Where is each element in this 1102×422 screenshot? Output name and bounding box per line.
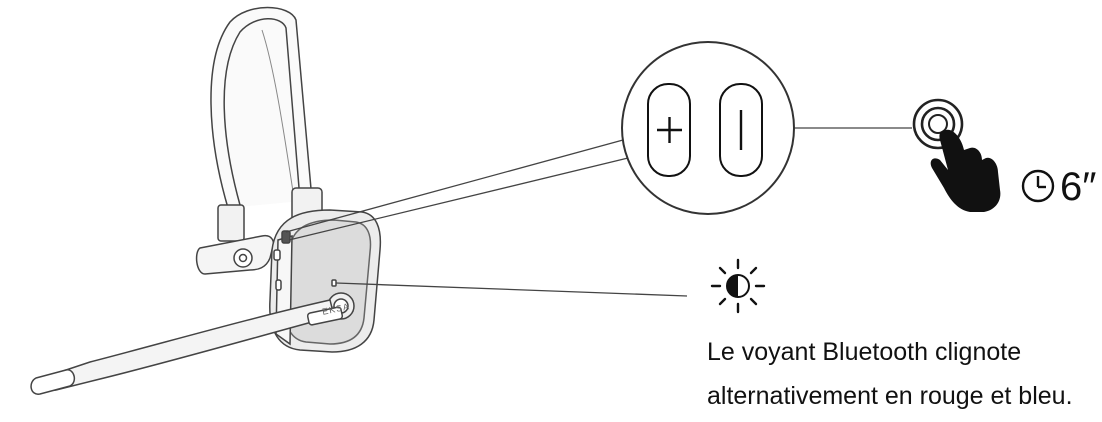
led-caption-line2: alternativement en rouge et bleu. xyxy=(707,382,1073,410)
clock-icon xyxy=(1021,169,1055,203)
callout-line-lower xyxy=(288,157,629,241)
headband xyxy=(210,6,313,209)
led-caption-line1: Le voyant Bluetooth clignote xyxy=(707,338,1022,366)
led-light-icon xyxy=(710,258,766,314)
headset-illustration xyxy=(30,6,382,395)
hold-duration-label: 6″ xyxy=(1060,165,1097,209)
button-zoom-circle xyxy=(621,41,795,215)
finger-press-icon xyxy=(912,98,1001,212)
callout-line-led xyxy=(335,282,688,297)
callout-line-upper xyxy=(285,139,624,233)
headset-led xyxy=(331,279,337,287)
